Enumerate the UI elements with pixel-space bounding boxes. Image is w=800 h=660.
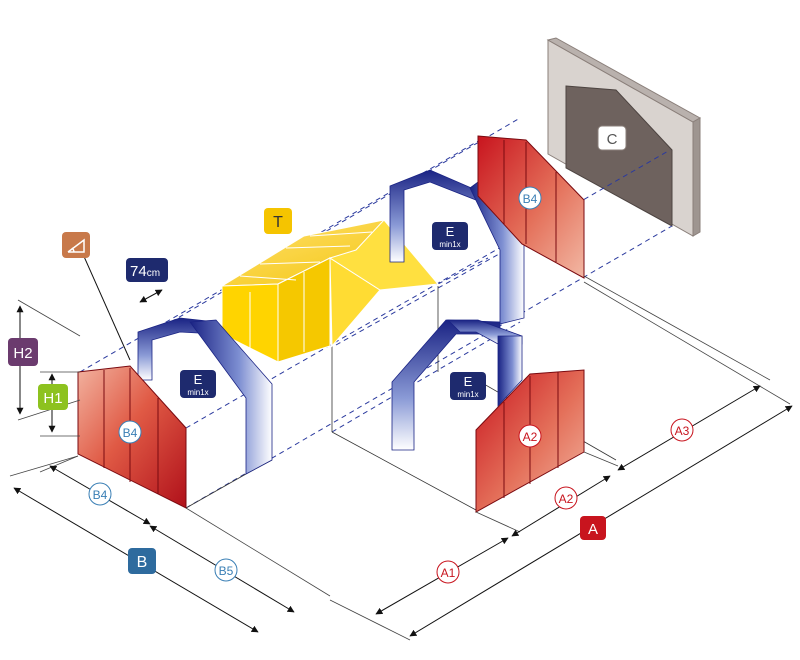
badge-t: T bbox=[264, 208, 292, 234]
badge-h1: H1 bbox=[38, 384, 68, 410]
badge-h2: H2 bbox=[8, 338, 38, 366]
circle-a2-dim-text: A2 bbox=[559, 492, 574, 506]
circle-b4-right: B4 bbox=[518, 186, 542, 210]
right-frame bbox=[391, 319, 523, 451]
circle-b4-left: B4 bbox=[118, 420, 142, 444]
circle-a3-dim: A3 bbox=[670, 418, 694, 442]
badge-e-top: E min1x bbox=[432, 222, 468, 250]
badge-a: A bbox=[580, 516, 606, 540]
badge-e-right-text: E bbox=[464, 374, 473, 389]
badge-b-text: B bbox=[137, 554, 148, 571]
circle-a3-dim-text: A3 bbox=[675, 424, 690, 438]
badge-e-left-sub: min1x bbox=[187, 388, 208, 397]
badge-e-left-text: E bbox=[194, 372, 203, 387]
circle-b5-dim-text: B5 bbox=[219, 564, 234, 578]
circle-b4-dim: B4 bbox=[88, 482, 112, 506]
badge-e-right: E min1x bbox=[450, 372, 486, 400]
circle-a2-face: A2 bbox=[518, 424, 542, 448]
circle-b5-dim: B5 bbox=[214, 558, 238, 582]
width-value: 74 bbox=[130, 263, 147, 280]
badge-c: C bbox=[597, 125, 627, 151]
connecting-roof bbox=[220, 219, 439, 363]
badge-e-top-text: E bbox=[446, 224, 455, 239]
width-unit: cm bbox=[147, 268, 160, 279]
badge-c-text: C bbox=[607, 131, 618, 148]
circle-a2-dim: A2 bbox=[554, 486, 578, 510]
badge-t-text: T bbox=[273, 214, 283, 231]
badge-h2-text: H2 bbox=[13, 345, 32, 362]
circle-a1-dim-text: A1 bbox=[441, 566, 456, 580]
circle-b4-right-text: B4 bbox=[523, 192, 538, 206]
badge-e-left: E min1x bbox=[180, 370, 216, 398]
circle-a1-dim: A1 bbox=[436, 560, 460, 584]
circle-b4-dim-text: B4 bbox=[93, 488, 108, 502]
circle-a2-face-text: A2 bbox=[523, 430, 538, 444]
badge-width: 74cm bbox=[126, 258, 168, 282]
circle-b4-left-text: B4 bbox=[123, 426, 138, 440]
badge-b: B bbox=[128, 548, 156, 574]
badge-h1-text: H1 bbox=[43, 390, 62, 407]
badge-a-text: A bbox=[588, 521, 598, 538]
badge-slope bbox=[62, 232, 90, 258]
roof-slope-angle-icon bbox=[67, 238, 85, 253]
badge-e-top-sub: min1x bbox=[439, 240, 460, 249]
svg-text:74cm: 74cm bbox=[130, 263, 160, 280]
badge-e-right-sub: min1x bbox=[457, 390, 478, 399]
